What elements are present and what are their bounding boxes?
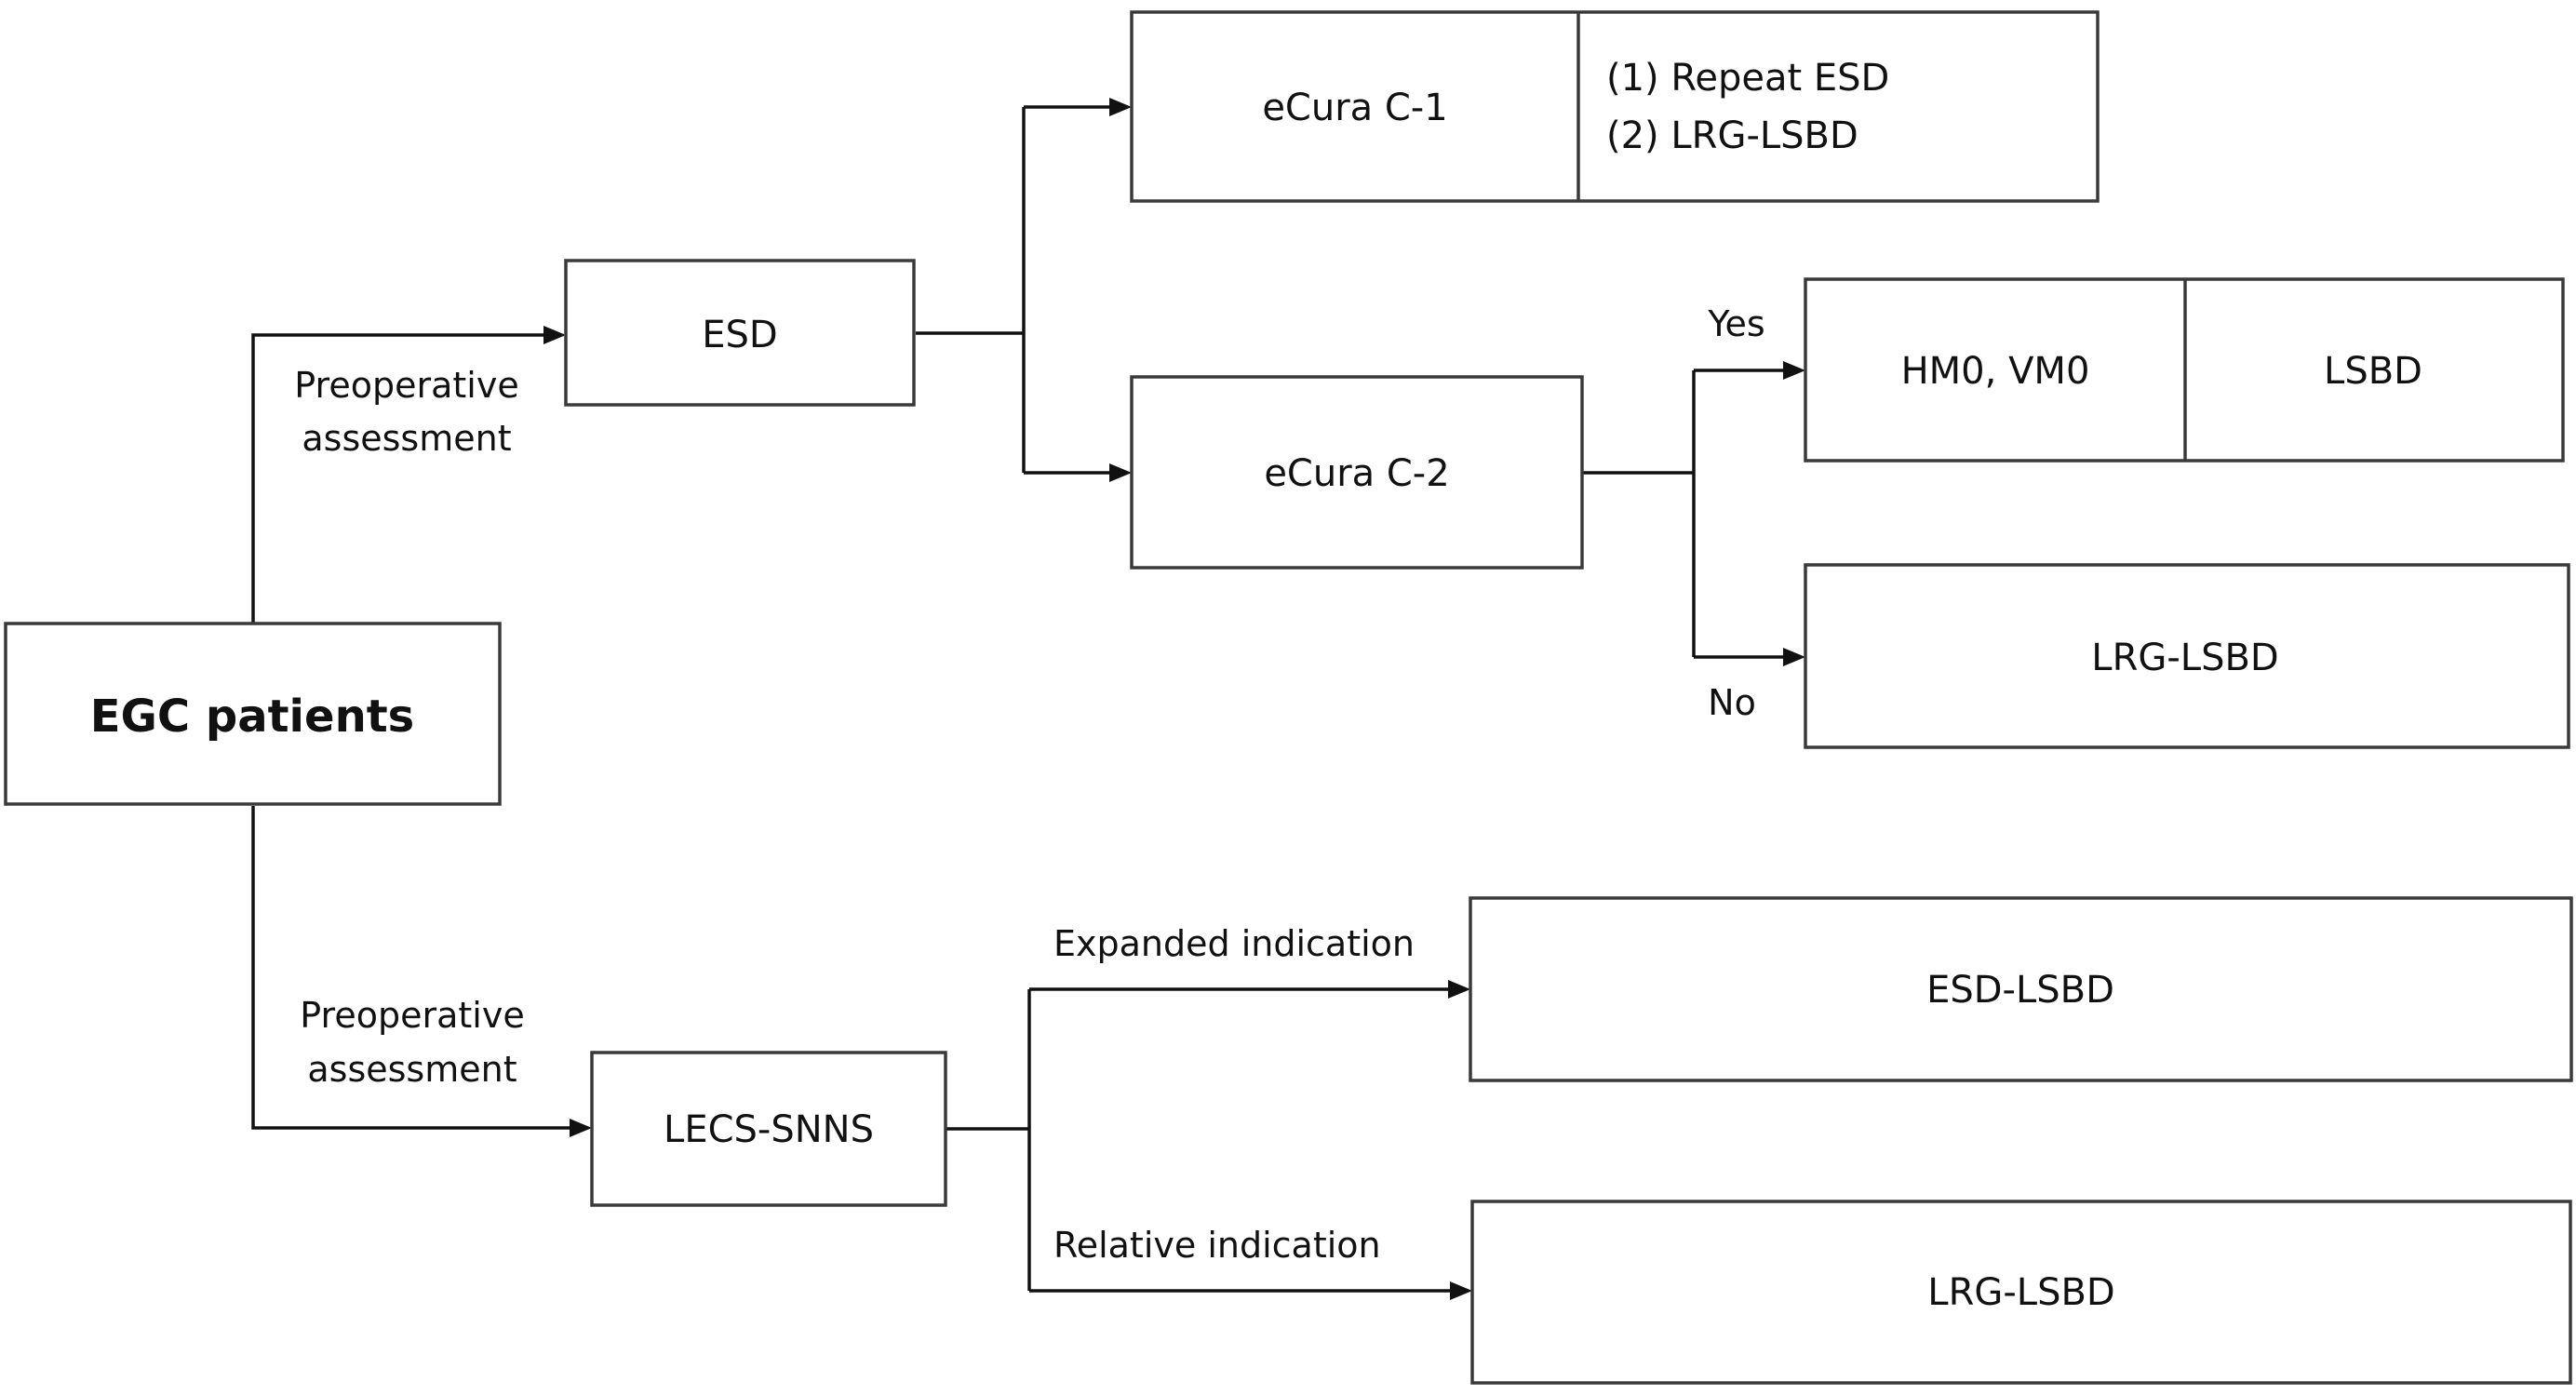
node-lsbd-label: LSBD xyxy=(2324,350,2422,393)
ecura-c1-option-1: (1) Repeat ESD xyxy=(1606,57,1889,100)
node-hm0-vm0-lsbd: HM0, VM0 LSBD xyxy=(1804,277,2565,463)
arrowhead-hm0-vm0 xyxy=(1783,361,1805,380)
edge-label-yes: Yes xyxy=(1707,303,1764,344)
edge-label-preop-lower-line1: Preoperative xyxy=(300,995,524,1036)
node-lrg-lsbd-relative-label: LRG-LSBD xyxy=(1927,1271,2114,1314)
edge-label-expanded-indication: Expanded indication xyxy=(1053,923,1415,964)
node-lecs-snns-label: LECS-SNNS xyxy=(664,1108,874,1151)
connector-ecura-c2-split xyxy=(1582,370,1696,657)
node-esd-lsbd-label: ESD-LSBD xyxy=(1926,969,2114,1012)
connector-esd-split xyxy=(916,107,1026,473)
connector-lecs-split xyxy=(946,989,1031,1291)
node-ecura-c2-label: eCura C-2 xyxy=(1264,452,1449,495)
node-esd-label: ESD xyxy=(702,314,777,356)
node-hm0-vm0-label: HM0, VM0 xyxy=(1901,350,2090,393)
arrowhead-ecura-c2 xyxy=(1109,463,1132,482)
node-lecs-snns: LECS-SNNS xyxy=(590,1051,947,1207)
node-ecura-c1-label: eCura C-1 xyxy=(1262,87,1447,129)
edge-label-preop-upper-line1: Preoperative xyxy=(294,365,518,406)
connector-egc-to-esd xyxy=(251,333,551,624)
edge-label-no: No xyxy=(1708,682,1756,723)
arrowhead-lrg-lsbd-no xyxy=(1783,648,1805,666)
arrowhead-esd-lsbd xyxy=(1448,980,1470,999)
edge-label-preop-lower-line2: assessment xyxy=(307,1049,517,1090)
ecura-c1-option-2: (2) LRG-LSBD xyxy=(1606,114,1858,157)
node-lrg-lsbd-relative: LRG-LSBD xyxy=(1470,1200,2572,1385)
node-esd-lsbd: ESD-LSBD xyxy=(1469,896,2573,1082)
edge-label-preop-upper-line2: assessment xyxy=(302,418,511,459)
node-ecura-c1: eCura C-1 (1) Repeat ESD (2) LRG-LSBD xyxy=(1130,10,2100,203)
arrowhead-esd xyxy=(543,326,566,344)
node-esd: ESD xyxy=(564,259,916,407)
arrowhead-lrg-lsbd-relative xyxy=(1450,1281,1472,1300)
node-ecura-c2: eCura C-2 xyxy=(1130,375,1584,570)
node-lrg-lsbd-no-label: LRG-LSBD xyxy=(2091,637,2278,679)
edge-labels: Preoperative assessment Preoperative ass… xyxy=(294,303,1764,1266)
node-lrg-lsbd-no: LRG-LSBD xyxy=(1804,563,2570,749)
node-egc-patients: EGC patients xyxy=(4,622,502,806)
node-egc-patients-label: EGC patients xyxy=(90,691,415,743)
connectors xyxy=(251,98,1805,1300)
edge-label-relative-indication: Relative indication xyxy=(1053,1225,1381,1266)
arrowhead-ecura-c1 xyxy=(1109,98,1132,116)
arrowhead-lecs xyxy=(570,1119,592,1137)
connector-egc-to-lecs xyxy=(251,806,577,1130)
